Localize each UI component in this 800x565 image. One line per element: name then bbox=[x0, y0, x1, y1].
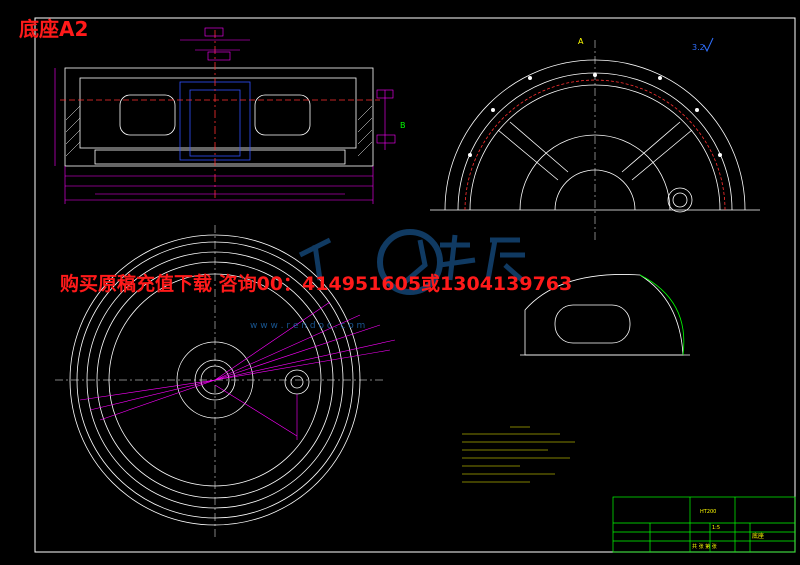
front-section-view bbox=[60, 30, 380, 200]
title-block-scale: 1:5 bbox=[712, 525, 720, 531]
sheet-border bbox=[34, 17, 796, 553]
title-block bbox=[612, 496, 796, 553]
watermark-logo bbox=[298, 229, 525, 295]
title-block-material: HT200 bbox=[700, 509, 716, 515]
section-mark-b: B bbox=[400, 121, 406, 130]
front-dimension-lines bbox=[54, 39, 386, 204]
technical-notes bbox=[462, 426, 575, 483]
top-view-bolt-holes bbox=[468, 73, 722, 157]
watermark-site-text: w w w . r e n d o c . c o m bbox=[250, 321, 365, 331]
detail-break-arc bbox=[639, 274, 685, 356]
plan-view-centerlines bbox=[55, 225, 385, 540]
half-top-view bbox=[430, 59, 760, 213]
title-block-sheet: 共 张 第 张 bbox=[692, 543, 717, 550]
top-view-hidden-ring bbox=[464, 79, 726, 211]
front-callouts bbox=[204, 27, 396, 144]
roughness-check-icon bbox=[703, 37, 714, 53]
front-section-hatch bbox=[65, 105, 373, 157]
sheet-title: 底座A2 bbox=[19, 17, 88, 41]
detail-view bbox=[520, 274, 690, 356]
section-mark-a: A bbox=[578, 37, 584, 46]
purchase-contact-banner: 购买原稿充值下载 咨询00：414951605或1304139763 bbox=[60, 272, 572, 295]
surface-roughness-mark: 3.2 bbox=[692, 43, 705, 52]
plan-view-leader-lines bbox=[79, 301, 396, 440]
title-block-drawing-name: 底座 bbox=[752, 532, 764, 540]
